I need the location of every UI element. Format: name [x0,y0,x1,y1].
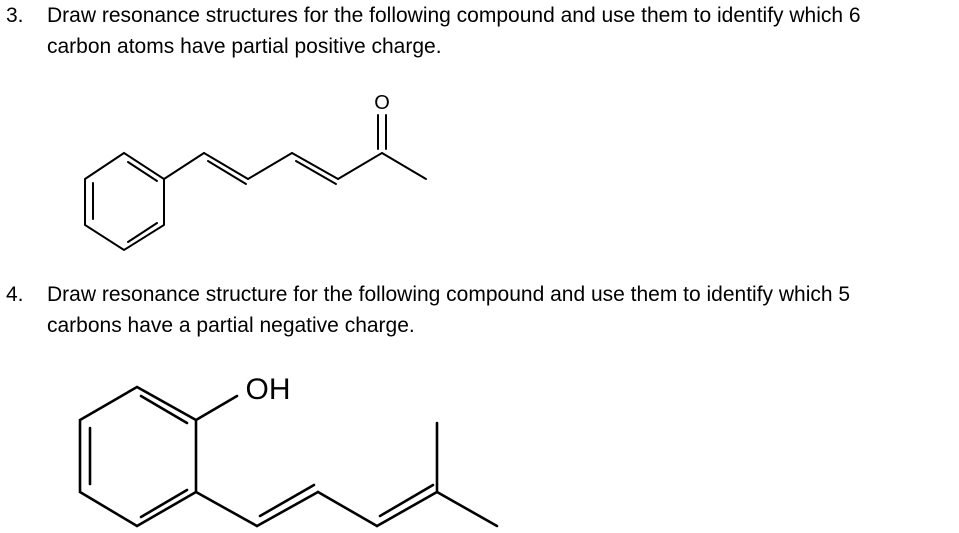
hydroxyl-label: OH [246,373,291,406]
side-chain [163,114,427,185]
question-line: Draw resonance structure for the followi… [47,283,851,306]
benzene-ring [78,385,198,528]
question-line: carbon atoms have partial positive charg… [47,35,442,58]
question-line: Draw resonance structures for the follow… [47,4,861,27]
question-line: carbons have a partial negative charge. [47,314,415,337]
question-number: 3. [6,4,24,27]
benzene-ring [84,151,165,252]
question-text: Draw resonance structures for the follow… [47,0,959,62]
oxygen-label: O [374,92,390,114]
side-chain [194,421,499,528]
hydroxyl-bond [194,394,239,422]
question-number: 4. [6,283,24,306]
question-text: Draw resonance structure for the followi… [47,279,959,341]
